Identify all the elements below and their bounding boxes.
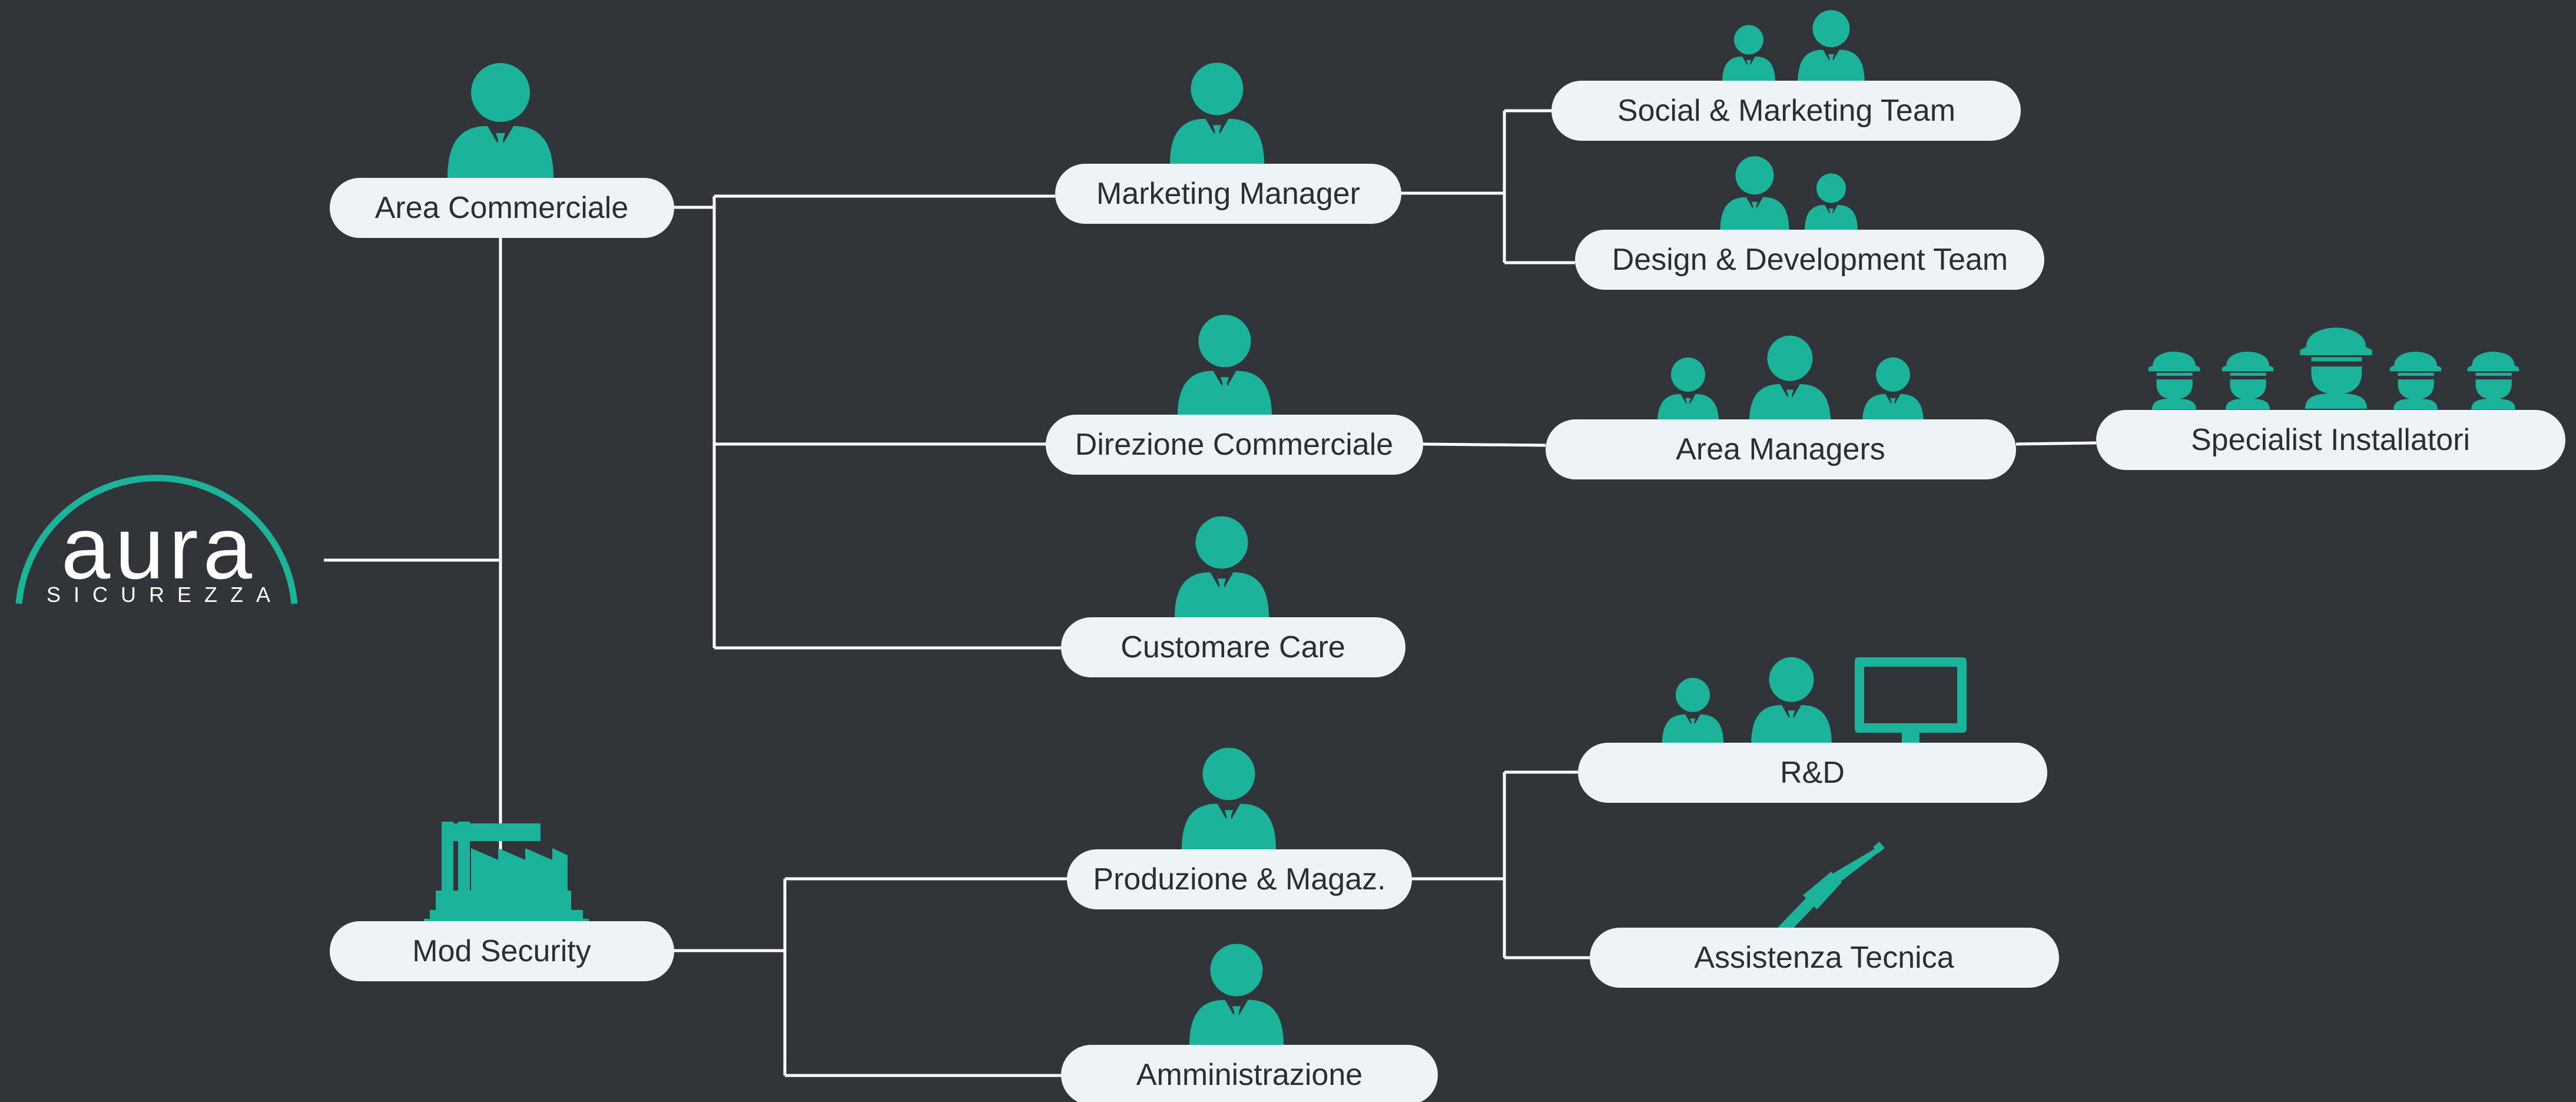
node-direzione-commerciale[interactable]: Direzione Commerciale [1046, 315, 1423, 475]
screwdriver-icon [1778, 842, 1885, 935]
node-specialist-installatori[interactable]: Specialist Installatori [2096, 327, 2565, 470]
team-icon [1722, 10, 1865, 82]
businessman-icon [1174, 516, 1269, 618]
logo-wordmark: aura [61, 498, 257, 597]
team-icon [1720, 156, 1858, 231]
node-label: R&D [1780, 756, 1845, 790]
node-amministrazione[interactable]: Amministrazione [1061, 944, 1438, 1102]
node-rnd[interactable]: R&D [1578, 657, 2047, 803]
node-social-marketing-team[interactable]: Social & Marketing Team [1551, 10, 2021, 141]
node-label: Customare Care [1120, 630, 1345, 664]
node-design-development-team[interactable]: Design & Development Team [1575, 156, 2044, 290]
node-label: Specialist Installatori [2191, 423, 2470, 457]
node-label: Area Managers [1676, 432, 1885, 466]
node-label: Social & Marketing Team [1617, 94, 1955, 128]
factory-icon [424, 822, 589, 926]
node-label: Marketing Manager [1096, 177, 1360, 211]
node-label: Produzione & Magaz. [1093, 862, 1385, 896]
businessman-icon [1177, 315, 1272, 417]
node-area-commerciale[interactable]: Area Commerciale [330, 63, 674, 238]
node-produzione-magaz[interactable]: Produzione & Magaz. [1067, 747, 1412, 909]
monitor-icon [1855, 657, 1967, 744]
node-area-managers[interactable]: Area Managers [1546, 335, 2016, 479]
logo-subtitle: SICUREZZA [47, 583, 283, 607]
businessman-icon [1181, 747, 1277, 850]
businessman-icon [1189, 944, 1284, 1046]
node-label: Area Commerciale [375, 191, 629, 225]
node-label: Assistenza Tecnica [1694, 941, 1954, 975]
group-icon [1657, 335, 1924, 424]
node-label: Mod Security [412, 934, 591, 968]
node-label: Amministrazione [1136, 1058, 1362, 1092]
node-assistenza-tecnica[interactable]: Assistenza Tecnica [1590, 842, 2059, 988]
businessman-icon [1169, 62, 1265, 165]
node-label: Design & Development Team [1612, 243, 2008, 277]
businessman-icon [447, 63, 553, 178]
logo-arc [15, 475, 298, 604]
node-customare-care[interactable]: Customare Care [1061, 516, 1405, 677]
team-monitor-icon [1662, 657, 1967, 744]
node-label: Direzione Commerciale [1075, 428, 1393, 462]
aura-logo: aura SICUREZZA [15, 475, 298, 607]
node-mod-security[interactable]: Mod Security [330, 822, 674, 981]
node-marketing-manager[interactable]: Marketing Manager [1055, 62, 1401, 224]
connector-lines [324, 109, 2097, 1077]
workers-helmet-icon [2148, 327, 2519, 410]
